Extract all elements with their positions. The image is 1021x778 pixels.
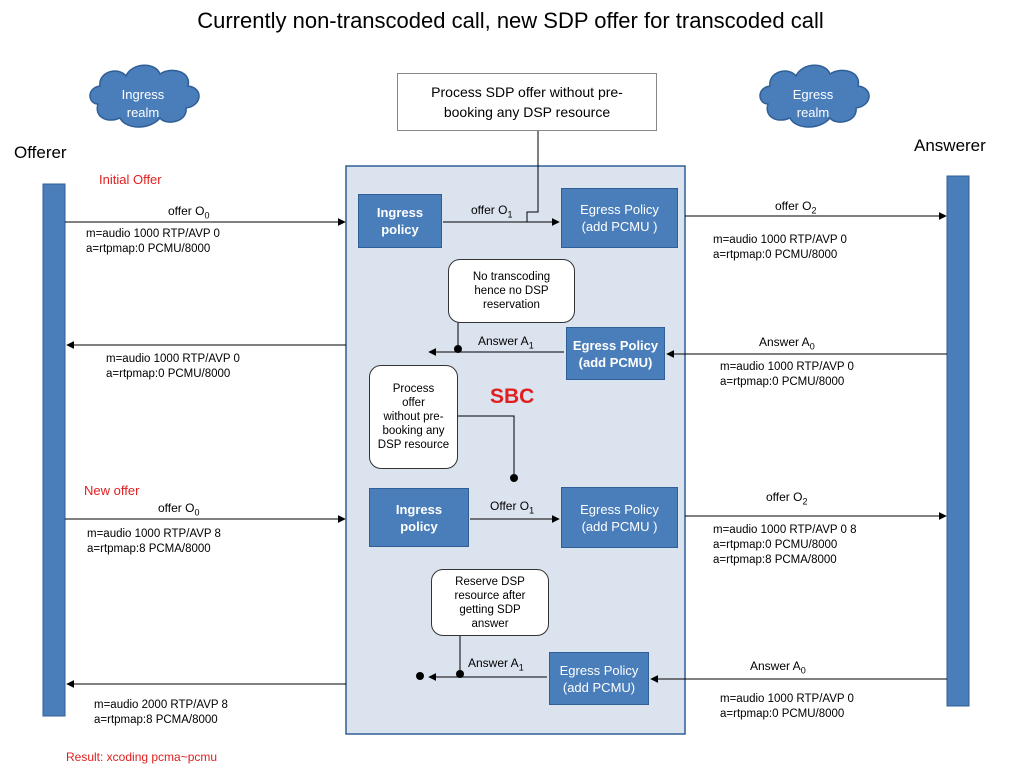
msg-offer-o0-2: offer O0 [158, 501, 200, 518]
sdp-block-8: m=audio 1000 RTP/AVP 0 a=rtpmap:0 PCMU/8… [720, 693, 854, 720]
sdp-block-4: m=audio 1000 RTP/AVP 0 a=rtpmap:0 PCMU/8… [720, 361, 854, 388]
msg-offer-o0-1: offer O0 [168, 204, 210, 221]
egress-cloud-icon [759, 64, 870, 128]
msg-offer-o1-2: Offer O1 [490, 499, 535, 516]
msg-answer-a1-1: Answer A1 [478, 334, 534, 351]
egress-policy-box-3: Egress Policy(add PCMU ) [561, 487, 678, 548]
sdp-block-7: m=audio 2000 RTP/AVP 8 a=rtpmap:8 PCMA/8… [94, 699, 228, 726]
egress-policy-box-1: Egress Policy(add PCMU ) [561, 188, 678, 248]
sdp-block-2: m=audio 1000 RTP/AVP 0 a=rtpmap:0 PCMU/8… [713, 234, 847, 261]
top-note: Process SDP offer without pre-booking an… [397, 73, 657, 131]
top-note-connector [526, 131, 539, 222]
offerer-label: Offerer [14, 143, 67, 162]
sdp-block-5: m=audio 1000 RTP/AVP 8 a=rtpmap:8 PCMA/8… [87, 528, 221, 555]
msg-offer-o2-1: offer O2 [775, 199, 817, 216]
new-offer-label: New offer [84, 483, 140, 498]
diagram-title: Currently non-transcoded call, new SDP o… [197, 8, 824, 33]
sdp-block-6: m=audio 1000 RTP/AVP 0 8 a=rtpmap:0 PCMU… [713, 524, 857, 566]
egress-policy-box-2: Egress Policy(add PCMU) [566, 327, 665, 380]
answerer-lifeline [946, 175, 970, 707]
msg-answer-a1-2: Answer A1 [468, 656, 524, 673]
msg-answer-a0-2: Answer A0 [750, 659, 806, 676]
egress-policy-box-4: Egress Policy(add PCMU) [549, 652, 649, 705]
sdp-block-3: m=audio 1000 RTP/AVP 0 a=rtpmap:0 PCMU/8… [106, 353, 240, 380]
ingress-cloud-icon [89, 64, 200, 128]
result-label: Result: xcoding pcma~pcmu [66, 750, 218, 764]
initial-offer-label: Initial Offer [99, 172, 162, 187]
sdp-block-1: m=audio 1000 RTP/AVP 0 a=rtpmap:0 PCMU/8… [86, 228, 220, 255]
msg-offer-o1-1: offer O1 [471, 203, 513, 220]
offerer-lifeline [42, 183, 66, 717]
answerer-label: Answerer [914, 136, 986, 155]
msg-answer-a0-1: Answer A0 [759, 335, 815, 352]
msg-offer-o2-2: offer O2 [766, 490, 808, 507]
sbc-label: SBC [490, 385, 535, 408]
